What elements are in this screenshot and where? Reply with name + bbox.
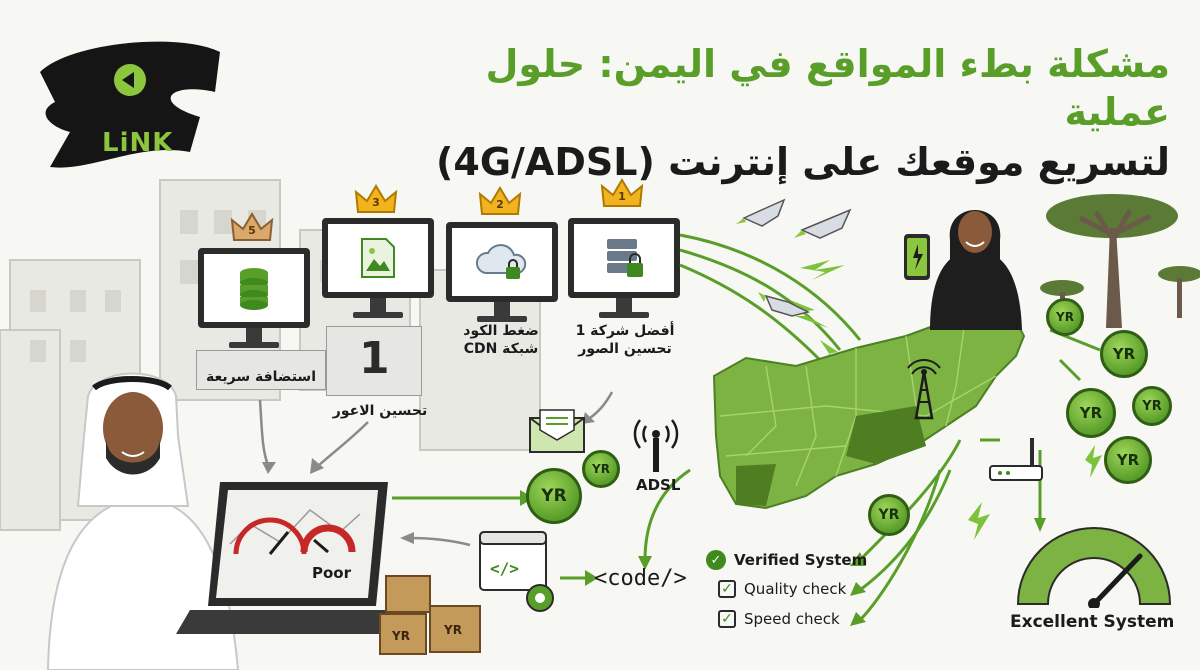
link-logo: LiNK [30,32,230,182]
adsl-label: ADSL [636,476,681,494]
broken-gauge-icon [233,517,307,555]
rank-number: 2 [496,198,504,211]
svg-text:YR: YR [391,629,410,643]
logo-text: LiNK [102,128,174,158]
antenna-icon [633,419,679,472]
yr-coin: YR [1066,388,1116,438]
verified-system-item: ✓ Verified System [706,550,867,570]
page-title: مشكلة بطء المواقع في اليمن: حلول عملية ل… [410,40,1170,188]
yr-coin: YR [1132,386,1172,426]
router-icon [989,438,1043,481]
yr-coin: YR [1100,330,1148,378]
quality-check-item: ✓ Quality check [718,580,846,598]
crown-icon: 5 [230,212,274,242]
code-label: <code/> [594,566,687,591]
yr-coin: YR [1046,298,1084,336]
dragon-tree-illustration [1040,194,1200,328]
rank-5-label: استضافة سريعة [206,369,316,385]
crown-icon: 3 [354,184,398,214]
database-icon [240,268,268,310]
excellent-system-label: Excellent System [1010,612,1175,632]
check-circle-icon: ✓ [706,550,726,570]
yr-coin: YR [526,468,582,524]
rank-1-label: أفضل شركة 1 تحسين الصور [575,323,675,357]
envelope-icon [529,409,585,453]
yemen-map [712,300,1026,510]
title-line-1: مشكلة بطء المواقع في اليمن: حلول عملية [485,42,1170,134]
cardboard-boxes-illustration: YR YR [379,575,481,655]
podium-label: تحسين الاعور [332,403,428,419]
rank-number: 1 [618,190,626,203]
monitor-rank-3 [322,218,434,318]
poor-gauge-icon [300,524,356,554]
monitor-rank-1 [568,218,680,318]
rank-number: 5 [248,224,256,237]
laptop-illustration [176,482,406,634]
monitor-rank-2 [446,222,558,322]
rank-number: 3 [372,196,380,209]
title-line-2: لتسريع موقعك على إنترنت (4G/ADSL) [436,140,1170,184]
monitor-rank-5 [198,248,310,348]
image-file-icon [361,238,395,278]
podium-step-left [196,350,326,390]
rank-2-label: ضغط الكود شبكة CDN [463,323,539,357]
podium-step-first: 1 [326,326,422,396]
speed-check-item: ✓ Speed check [718,610,840,628]
checkbox-icon: ✓ [718,580,736,598]
crown-icon: 2 [478,186,522,216]
svg-text:</>: </> [490,559,519,578]
svg-text:YR: YR [443,623,462,637]
podium-number: 1 [359,333,390,384]
rocket-icons [736,198,852,317]
crown-icon: 1 [600,178,644,208]
server-lock-icon [607,239,643,277]
poor-label: Poor [312,564,352,582]
yr-coin: YR [1104,436,1152,484]
yr-coin: YR [868,494,910,536]
cloud-lock-icon [476,244,527,279]
excellent-speed-gauge-icon [1016,527,1172,608]
cell-tower-icon [907,359,941,420]
checkbox-icon: ✓ [718,610,736,628]
yr-coin: YR [582,450,620,488]
code-window-icon: </> [479,531,554,612]
woman-with-phone-illustration [904,210,1022,330]
